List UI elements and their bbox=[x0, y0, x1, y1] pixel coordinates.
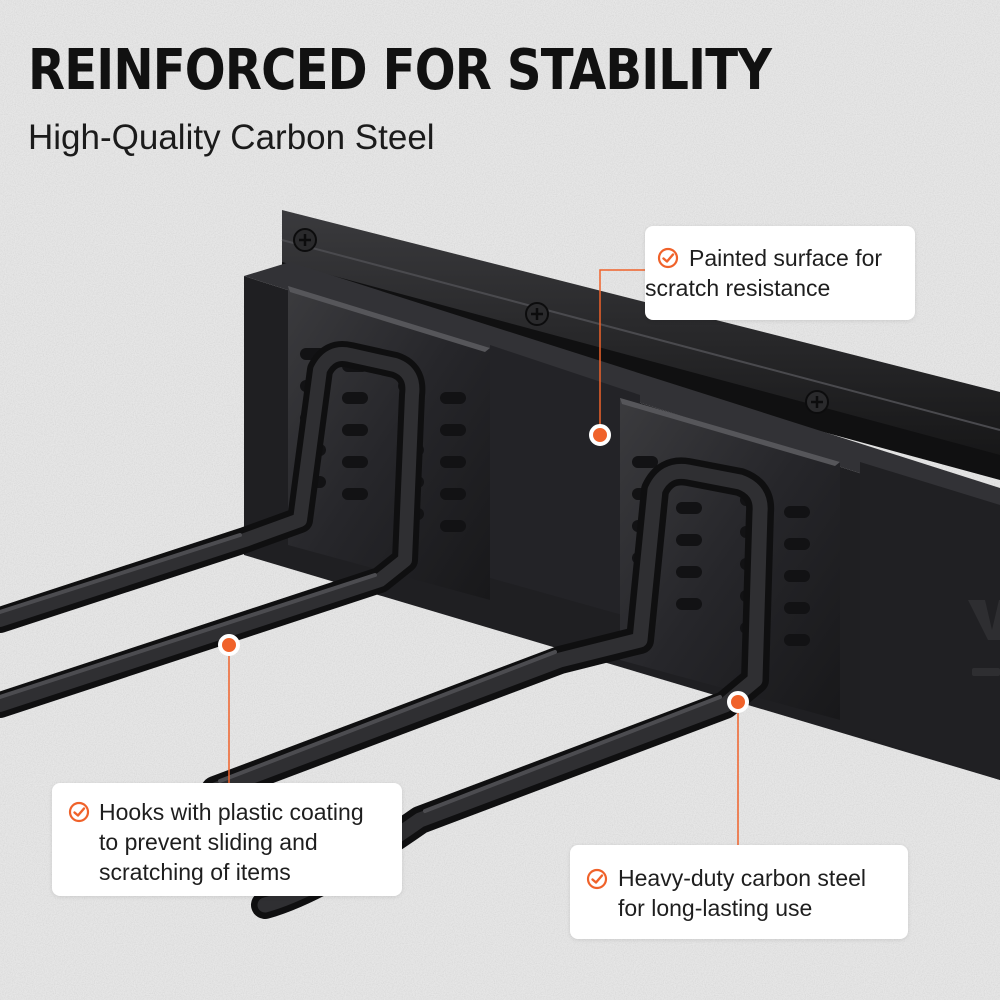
hook-left bbox=[0, 341, 426, 718]
check-circle-icon bbox=[586, 868, 608, 890]
marker-dot bbox=[218, 424, 749, 713]
callout-line: Heavy-duty carbon steel bbox=[618, 865, 867, 891]
callout-line: scratching of items bbox=[99, 859, 291, 885]
callout-plastic-coating: Hooks with plastic coating to prevent sl… bbox=[52, 783, 402, 896]
leader-lines bbox=[228, 269, 739, 845]
check-circle-icon bbox=[657, 247, 679, 269]
callout-line: to prevent sliding and bbox=[99, 829, 318, 855]
callout-carbon-steel: Heavy-duty carbon steel for long-lasting… bbox=[570, 845, 908, 939]
callout-line: Hooks with plastic coating bbox=[99, 799, 364, 825]
page-title: REINFORCED FOR STABILITY bbox=[28, 38, 772, 103]
callout-line: scratch resistance bbox=[645, 275, 831, 301]
callout-line: Painted surface for bbox=[689, 245, 883, 271]
brand-emboss bbox=[968, 600, 1000, 676]
rail-lip bbox=[282, 262, 1000, 480]
callout-painted-surface: Painted surface for scratch resistance bbox=[645, 226, 915, 320]
page-subtitle: High-Quality Carbon Steel bbox=[28, 118, 435, 157]
callout-line: for long-lasting use bbox=[618, 895, 813, 921]
screw-icon bbox=[293, 228, 829, 414]
check-circle-icon bbox=[68, 801, 90, 823]
